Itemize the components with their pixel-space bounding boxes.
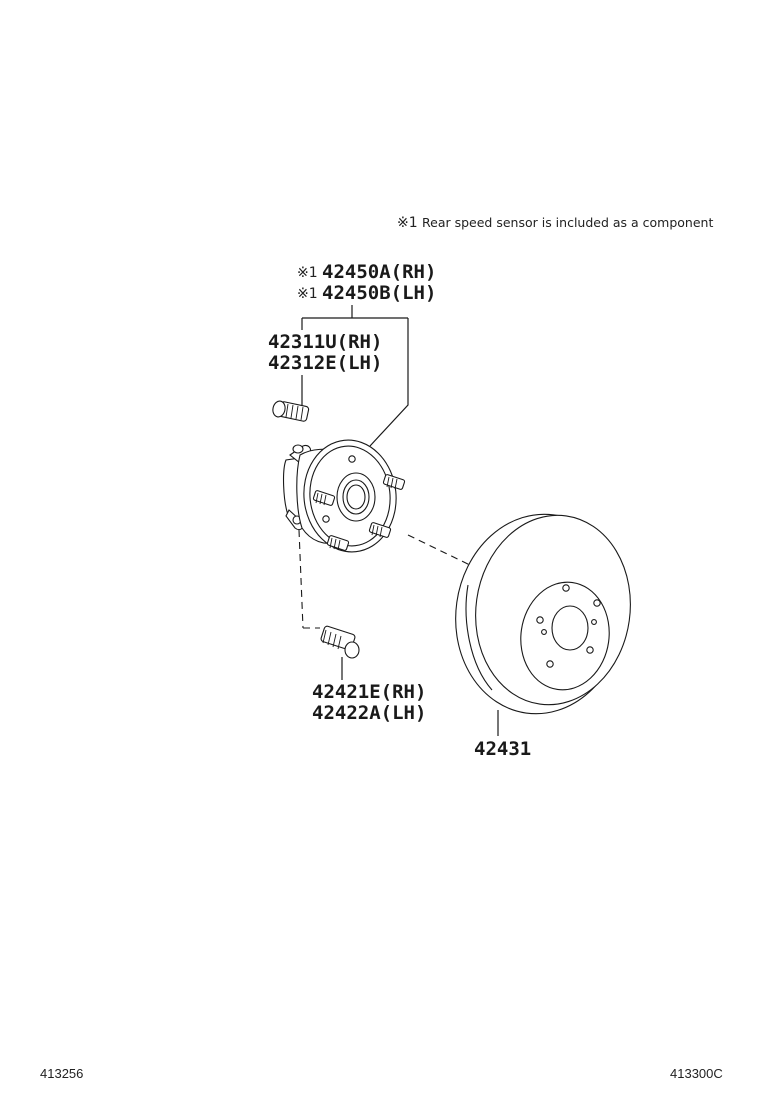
component-note: ※1 Rear speed sensor is included as a co… <box>397 215 713 231</box>
callout-hub-assembly[interactable]: ※1 42450A(RH) ※1 42450B(LH) <box>297 261 436 304</box>
hub-bolt-part-rh[interactable]: 42311U(RH) <box>268 331 382 353</box>
hub-assembly-part <box>283 439 406 553</box>
callout-disc-bolt[interactable]: 42421E(RH) 42422A(LH) <box>312 681 426 724</box>
callout-disc[interactable]: 42431 <box>474 738 531 760</box>
hub-assembly-part-rh[interactable]: 42450A(RH) <box>322 261 436 283</box>
disc-bolt-part-lh[interactable]: 42422A(LH) <box>312 702 426 724</box>
hub-assembly-mark-rh: ※1 <box>297 265 318 281</box>
hub-assembly-part-lh[interactable]: 42450B(LH) <box>322 282 436 304</box>
hub-bolt-part <box>272 400 310 422</box>
disc-part-number[interactable]: 42431 <box>474 738 531 760</box>
hub-to-disc-dashed-line <box>407 534 473 567</box>
hub-to-disc-bolt-dashed-line <box>298 529 304 629</box>
hub-assembly-mark-lh: ※1 <box>297 286 318 302</box>
hub-assembly-leader <box>301 305 409 447</box>
note-mark: ※1 <box>397 215 418 231</box>
disc-bolt-part-rh[interactable]: 42421E(RH) <box>312 681 426 703</box>
footer-right-code: 413300C <box>670 1066 723 1081</box>
hub-bolt-part-lh[interactable]: 42312E(LH) <box>268 352 382 374</box>
footer-left-code: 413256 <box>40 1066 83 1081</box>
callout-hub-bolt[interactable]: 42311U(RH) 42312E(LH) <box>268 331 382 374</box>
disc-bolt-part <box>320 625 360 659</box>
note-text: Rear speed sensor is included as a compo… <box>422 215 713 230</box>
disc-rotor-part <box>455 513 631 715</box>
